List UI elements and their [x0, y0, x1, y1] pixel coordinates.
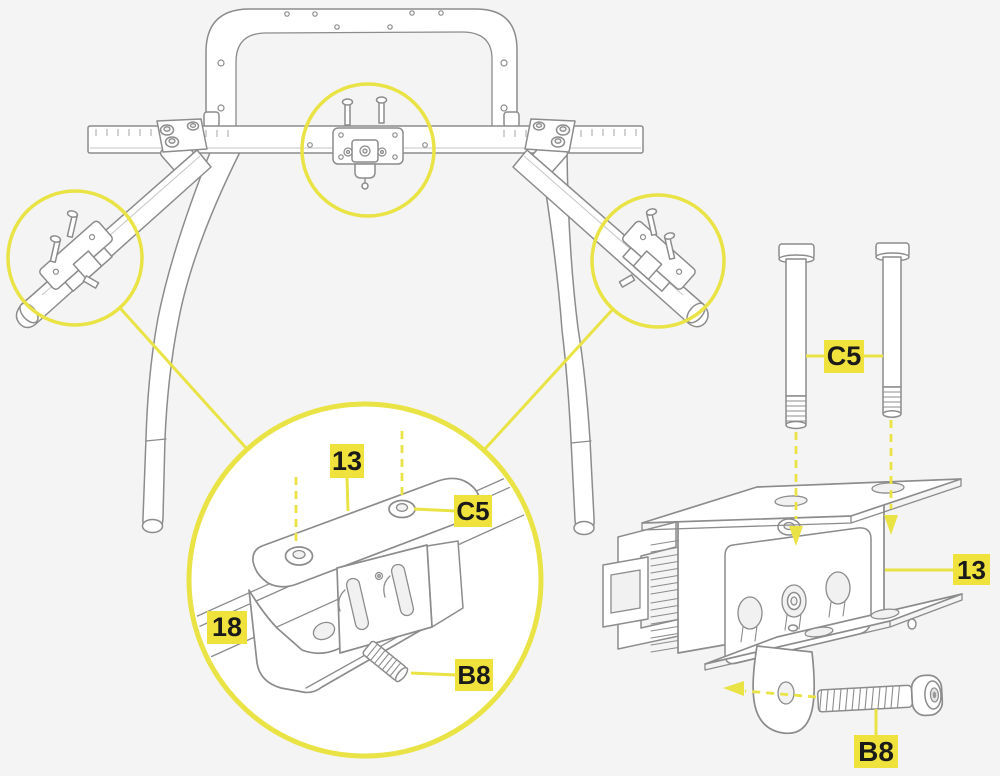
right-tube-bracket: [622, 220, 696, 292]
hardware-view: [602, 242, 963, 735]
hoop-screw: [387, 24, 393, 30]
callout-label-c5: C5: [454, 495, 492, 527]
hoop-hinge: [203, 111, 220, 128]
highlight-circle-right: [590, 193, 726, 329]
b8-screw: [816, 674, 944, 717]
left-leg-cap: [141, 518, 164, 534]
callout-label-13-hardware: 13: [953, 554, 990, 585]
hoop-hole: [500, 104, 508, 112]
hoop-hole: [217, 59, 225, 67]
leader-c5: [413, 507, 457, 513]
dashed-insert-line: [744, 689, 817, 699]
detail-circle-ring: [186, 401, 544, 759]
callout-label-b8-hardware: B8: [854, 735, 898, 768]
tongue-hole: [777, 681, 795, 705]
hoop-hinge: [503, 111, 520, 128]
bracket-stub-pin: [82, 275, 100, 289]
bar-hole: [307, 142, 313, 148]
callout-label-18: 18: [207, 611, 247, 644]
hoop-screw: [409, 10, 415, 16]
arrowhead-down: [884, 515, 898, 535]
hoop-hole: [217, 104, 225, 112]
hoop-hole: [500, 59, 508, 67]
right-handle-tube: [512, 149, 709, 328]
clevis-pin: [361, 182, 369, 190]
keyhole-slots: [737, 571, 851, 643]
detail-view: [193, 431, 537, 694]
hoop-screw: [438, 10, 444, 16]
arrowhead-left: [723, 681, 744, 696]
hoop-screw: [334, 24, 340, 30]
leader-b8: [410, 671, 457, 677]
left-bracket-pins: [49, 210, 100, 289]
bracket-stub-pin: [618, 274, 636, 288]
c5-bolt-left: [778, 243, 815, 430]
frame-legs: [141, 149, 595, 536]
connector-line-left: [118, 306, 249, 451]
connector-line-right: [482, 307, 615, 452]
clamp-bracket: [602, 478, 963, 735]
left-handle-tube: [15, 149, 212, 329]
callout-label-b8: B8: [455, 659, 493, 691]
highlight-circle-left: [6, 189, 144, 327]
spring-coils: [650, 539, 682, 653]
center-clevis: [354, 163, 376, 179]
detail-b8-stud: [362, 640, 409, 683]
callout-label-13: 13: [330, 444, 364, 478]
sheet-oval-hole: [312, 621, 336, 641]
callout-label-c5-hardware: C5: [824, 340, 864, 373]
c5-bolt-right: [875, 242, 910, 418]
left-tube-bracket: [39, 220, 113, 292]
frame-hoop: [203, 8, 520, 136]
top-flange: [641, 478, 962, 531]
hoop-screw: [284, 11, 290, 17]
bar-hole: [422, 142, 428, 148]
right-bracket-pins: [618, 208, 676, 288]
highlight-circle-center: [300, 82, 436, 218]
detail-u-bracket: [336, 540, 464, 654]
tube-end-cap: [19, 302, 39, 324]
leader-13: [345, 477, 350, 512]
screw-tip: [907, 618, 917, 630]
frame-assembly: [15, 8, 709, 536]
hoop-screw: [312, 11, 318, 17]
right-leg-cap: [573, 520, 595, 536]
center-bracket: [332, 96, 404, 190]
arrowhead-down: [789, 526, 803, 546]
